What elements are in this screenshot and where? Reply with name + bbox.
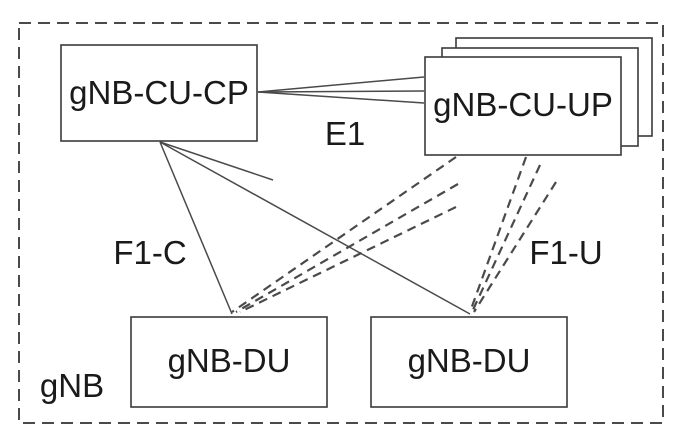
f1-c-link [159,141,233,315]
e1-link [257,90,425,93]
f1-u-links [231,156,557,313]
gnb-container-label: gNB [40,367,104,404]
cu-cp-box [60,44,258,142]
cu-up-stack: gNB-CU-UP [424,37,653,156]
cu-cp-node: gNB-CU-CP [60,44,258,142]
du-right-node: gNB-DU [370,316,568,408]
du-left-label: gNB-DU [168,342,291,379]
f1-u-link [468,156,528,313]
e1-links [257,76,425,104]
f1-c-label: F1-C [113,234,186,271]
f1-c-links [159,141,471,315]
f1-u-link [239,206,457,313]
f1-u-link [471,164,541,313]
f1-u-link [235,183,459,313]
f1-c-link [159,141,471,315]
gnb-boundary [18,22,664,424]
du-right-label: gNB-DU [408,342,531,379]
f1-u-link [473,181,557,313]
e1-link [257,91,425,104]
cu-cp-label: gNB-CU-CP [69,74,249,111]
f1-u-label: F1-U [529,234,602,271]
du-left-box [130,316,328,408]
du-left-node: gNB-DU [130,316,328,408]
e1-link [257,76,425,93]
f1-c-stub [159,141,274,181]
du-right-box [370,316,568,408]
cu-up-label: gNB-CU-UP [433,86,613,123]
e1-label: E1 [325,115,365,152]
f1-u-link [231,156,457,313]
cu-up-box [424,56,622,156]
